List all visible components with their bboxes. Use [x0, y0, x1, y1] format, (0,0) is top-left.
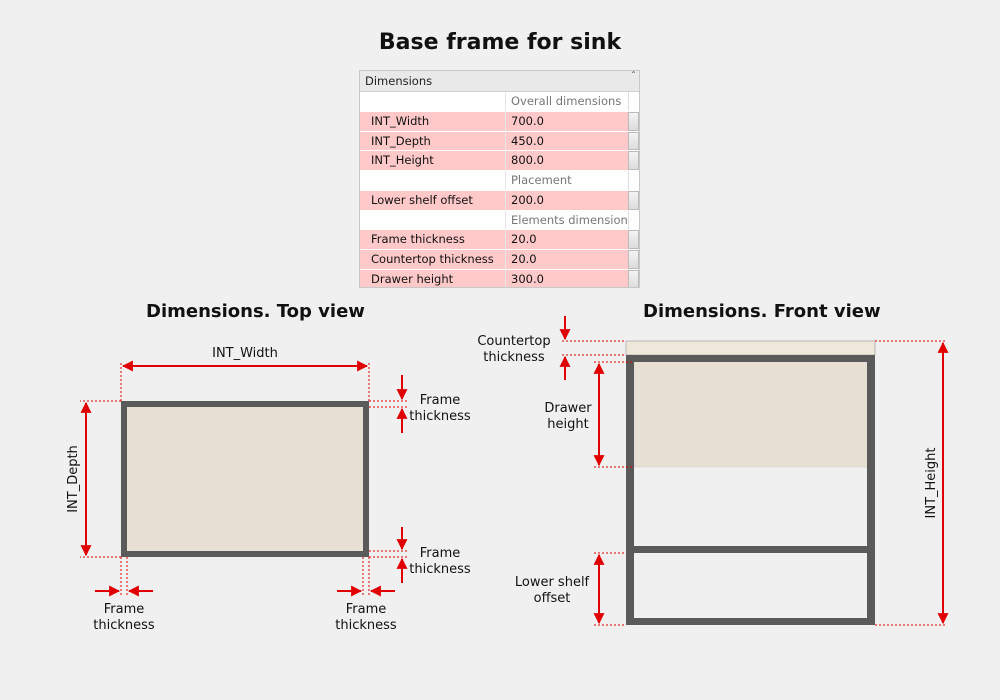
panel-row-value[interactable]: 300.0: [506, 269, 628, 287]
panel-row-label: INT_Width: [360, 111, 506, 131]
panel-row-label: Countertop thickness: [360, 250, 506, 269]
panel-row-label: Drawer height: [360, 269, 506, 287]
panel-group-label: Elements dimensions: [506, 210, 634, 230]
frame-thickness-label-brx-1: Frame: [346, 602, 387, 617]
frame-thickness-label-br-2: thickness: [409, 562, 471, 577]
drawer-height-label-2: height: [547, 417, 588, 432]
drawer: [633, 360, 869, 468]
panel-header[interactable]: Dimensions ˆ: [360, 71, 639, 92]
front-view-title: Dimensions. Front view: [643, 301, 881, 322]
top-view-frame: [121, 401, 369, 557]
frame-thickness-label-bl-1: Frame: [104, 602, 145, 617]
panel-group-row: Elements dimensions: [360, 210, 639, 231]
lower-shelf-rail: [626, 546, 875, 553]
lower-shelf-offset-label-2: offset: [534, 591, 571, 606]
panel-row-value[interactable]: 800.0: [506, 151, 628, 170]
panel-group-label: Placement: [506, 171, 628, 190]
panel-row-spacer: [628, 92, 639, 111]
panel-row-value[interactable]: 700.0: [506, 111, 628, 131]
top-rail: [626, 355, 875, 362]
panel-row-label: INT_Height: [360, 151, 506, 170]
front-view-labels: Countertop thickness Drawer height Lower…: [477, 334, 939, 606]
countertop: [625, 340, 876, 356]
top-view-labels: INT_Width INT_Depth Frame thickness Fram…: [66, 346, 471, 633]
panel-row-label: INT_Depth: [360, 131, 506, 151]
countertop-thickness-label-1: Countertop: [477, 334, 550, 349]
page-title: Base frame for sink: [378, 30, 622, 55]
top-view-title: Dimensions. Top view: [146, 301, 365, 322]
row-edit-button[interactable]: [628, 269, 639, 287]
panel-row-label: Lower shelf offset: [360, 190, 506, 210]
panel-row-label: [360, 92, 506, 111]
panel-row-label: [360, 171, 506, 190]
panel-row-label: Frame thickness: [360, 230, 506, 249]
panel-row-spacer: [628, 210, 639, 230]
int-depth-label: INT_Depth: [66, 445, 81, 513]
frame-thickness-label-brx-2: thickness: [335, 618, 397, 633]
front-view-drawing: [625, 340, 876, 625]
panel-group-label: Overall dimensions: [506, 92, 628, 111]
panel-header-label: Dimensions: [365, 74, 433, 88]
row-edit-button[interactable]: [628, 190, 639, 210]
row-edit-button[interactable]: [628, 111, 639, 131]
panel-group-row: Placement: [360, 171, 639, 191]
row-edit-button[interactable]: [628, 230, 639, 249]
top-view-countertop: [124, 404, 366, 554]
countertop-thickness-label-2: thickness: [483, 350, 545, 365]
right-post: [867, 355, 875, 625]
bottom-rail: [626, 618, 875, 625]
frame-thickness-label-tr-1: Frame: [420, 393, 461, 408]
lower-shelf-offset-label-1: Lower shelf: [515, 575, 590, 590]
row-edit-button[interactable]: [628, 151, 639, 170]
drawer-height-label-1: Drawer: [544, 401, 592, 416]
panel-row-spacer: [628, 171, 639, 190]
collapse-icon[interactable]: ˆ: [631, 71, 636, 82]
panel-group-row: Overall dimensions: [360, 92, 639, 112]
panel-row-value[interactable]: 20.0: [506, 250, 628, 269]
panel-row-value[interactable]: 200.0: [506, 190, 628, 210]
frame-thickness-label-bl-2: thickness: [93, 618, 155, 633]
frame-thickness-label-br-1: Frame: [420, 546, 461, 561]
row-edit-button[interactable]: [628, 131, 639, 151]
int-height-label: INT_Height: [924, 448, 939, 519]
row-edit-button[interactable]: [628, 250, 639, 269]
left-post: [626, 355, 634, 625]
frame-thickness-label-tr-2: thickness: [409, 409, 471, 424]
panel-row-value[interactable]: 20.0: [506, 230, 628, 249]
top-view-dimensions: [80, 360, 408, 597]
panel-row-value[interactable]: 450.0: [506, 131, 628, 151]
front-view-dimensions: [559, 316, 949, 626]
int-width-label: INT_Width: [212, 346, 278, 361]
top-view-drawing: [121, 401, 369, 557]
panel-row-label: [360, 210, 506, 230]
